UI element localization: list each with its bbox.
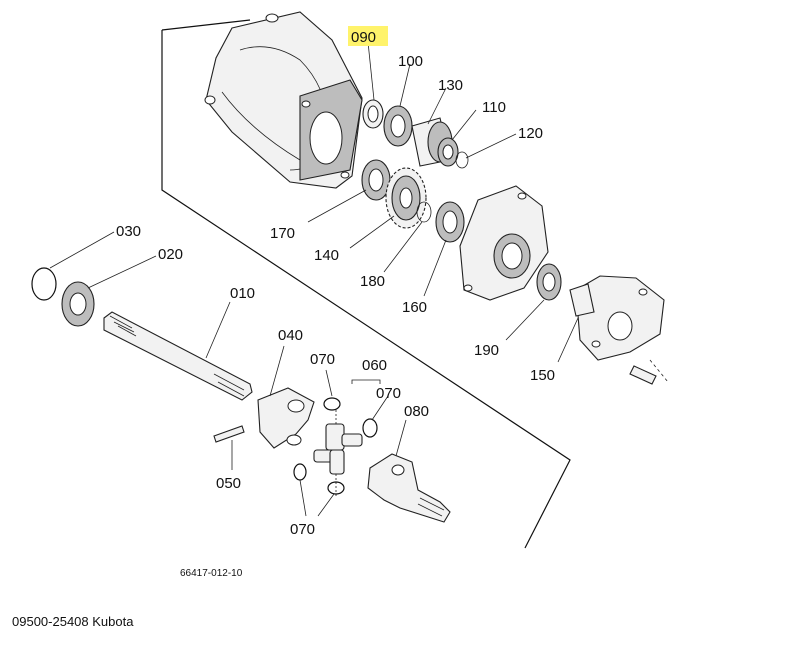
- part-010-shaft: [103, 311, 253, 401]
- label-130: 130: [438, 77, 463, 94]
- leader-lines: [49, 41, 579, 517]
- part-160-bearing: [435, 201, 465, 243]
- label-060: 060: [362, 357, 387, 374]
- label-010: 010: [230, 285, 255, 302]
- label-070-bottom: 070: [290, 521, 315, 538]
- label-040: 040: [278, 327, 303, 344]
- label-160: 160: [402, 299, 427, 316]
- label-170: 170: [270, 225, 295, 242]
- part-080-yoke-shaft: [367, 453, 451, 523]
- part-pin-150: [629, 359, 669, 385]
- assembly-frame: [161, 19, 571, 549]
- label-140: 140: [314, 247, 339, 264]
- label-020: 020: [158, 246, 183, 263]
- label-190: 190: [474, 342, 499, 359]
- label-080: 080: [404, 403, 429, 420]
- label-070-right: 070: [376, 385, 401, 402]
- part-150-flange: [569, 275, 665, 361]
- part-090-oil-seal: [362, 99, 384, 129]
- label-090: 090: [351, 29, 376, 46]
- label-180: 180: [360, 273, 385, 290]
- part-180-circlip: [416, 201, 432, 223]
- highlight-090: [348, 26, 388, 46]
- part-060-cross-journal: [313, 379, 381, 496]
- label-030: 030: [116, 223, 141, 240]
- label-120: 120: [518, 125, 543, 142]
- label-150: 150: [530, 367, 555, 384]
- part-170-bearing: [361, 159, 391, 201]
- part-140-gear: [385, 167, 427, 229]
- gear-case-housing: [204, 11, 363, 189]
- part-110-bearing: [437, 137, 459, 167]
- part-040-yoke: [257, 387, 315, 449]
- part-120-circlip: [455, 151, 469, 169]
- part-070-snap-rings: [293, 397, 378, 495]
- label-100: 100: [398, 53, 423, 70]
- part-labels: 090 100 130 110 120 170 140 180 160 190 …: [116, 29, 555, 579]
- gear-case-cover: [459, 185, 549, 301]
- label-110: 110: [482, 99, 506, 116]
- part-030-circlip: [31, 267, 57, 301]
- exploded-parts-diagram: 090 100 130 110 120 170 140 180 160 190 …: [31, 11, 669, 579]
- part-190-bearing: [536, 263, 562, 301]
- caption: 09500-25408 Kubota: [12, 614, 134, 629]
- part-100-bearing: [383, 105, 413, 147]
- part-050-spring-pin: [213, 425, 245, 443]
- drawing-number: 66417-012-10: [180, 568, 243, 579]
- label-070-top: 070: [310, 351, 335, 368]
- label-050: 050: [216, 475, 241, 492]
- part-020-bearing: [61, 281, 95, 327]
